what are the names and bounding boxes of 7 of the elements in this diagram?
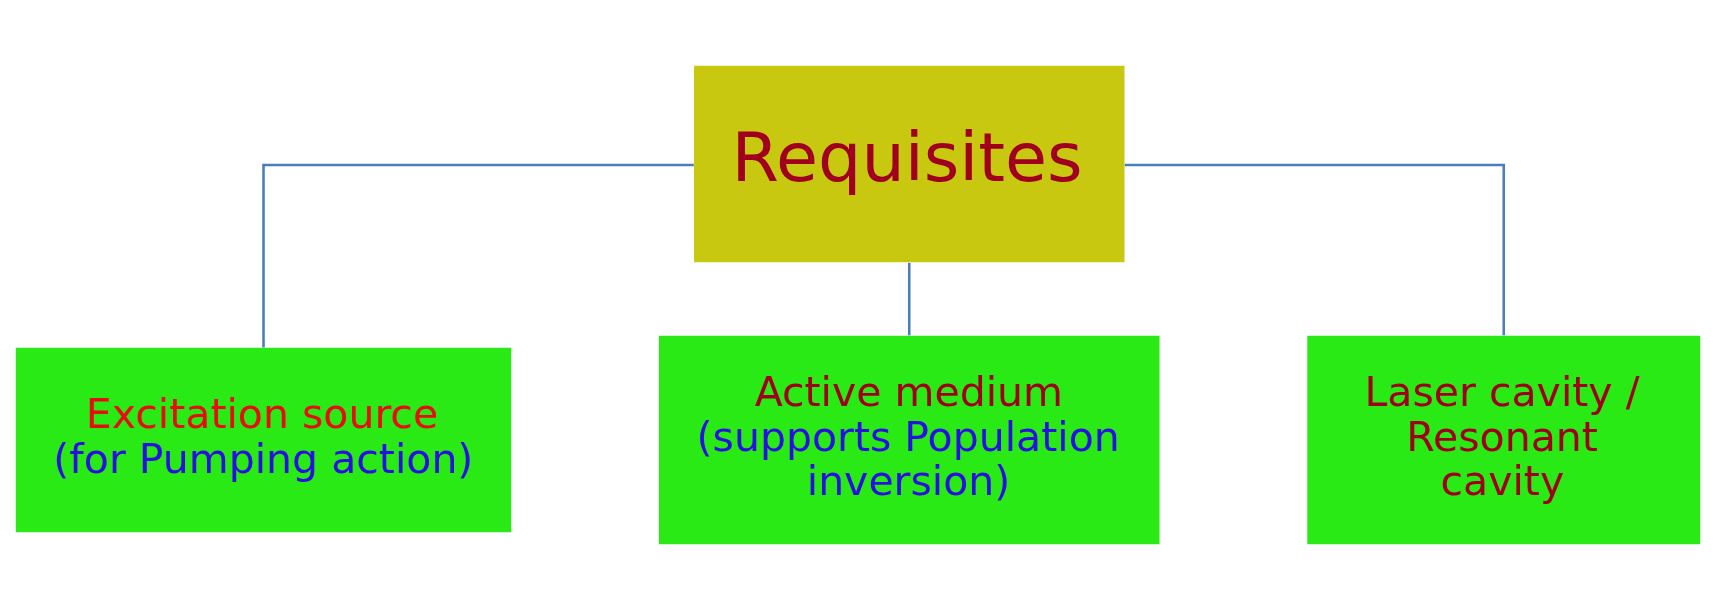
- connector: [907, 262, 911, 336]
- node-box: Laser cavity / Resonant cavity: [1307, 335, 1701, 545]
- node-box: Requisites: [694, 65, 1125, 263]
- node-box: Active medium (supports Population inversion): [659, 335, 1160, 545]
- node-box: Excitation source (for Pumping action): [15, 347, 512, 533]
- connector: [1124, 163, 1506, 336]
- connector: [262, 163, 694, 348]
